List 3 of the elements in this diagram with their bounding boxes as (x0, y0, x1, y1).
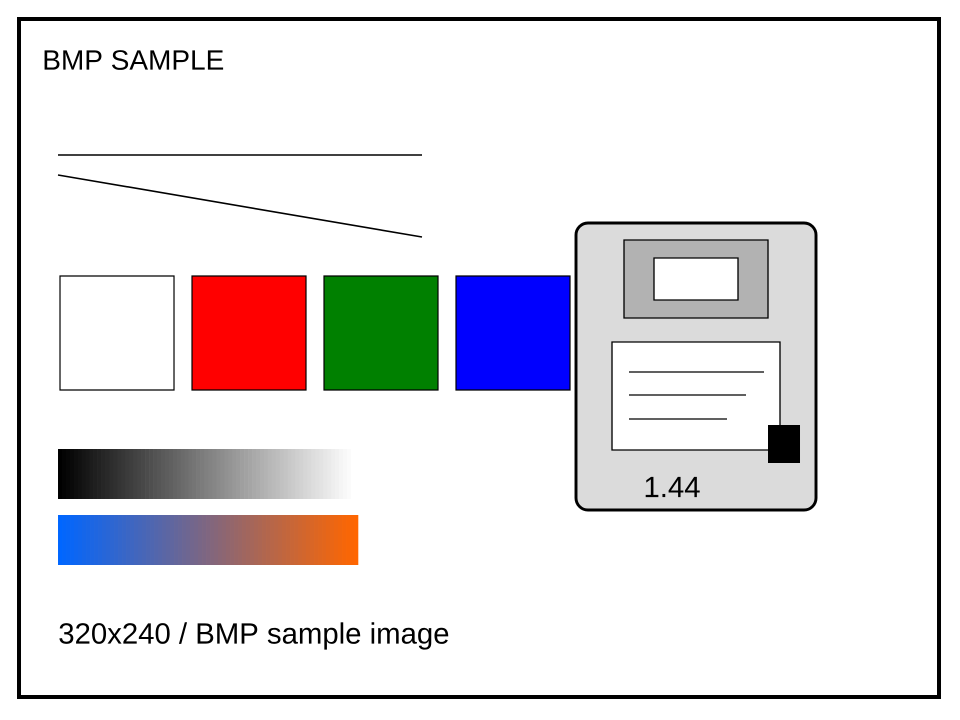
capacity-label: 1.44 (646, 476, 700, 498)
title-text: BMP SAMPLE (44, 50, 224, 70)
caption-text: 320x240 / BMP sample image (59, 622, 448, 650)
